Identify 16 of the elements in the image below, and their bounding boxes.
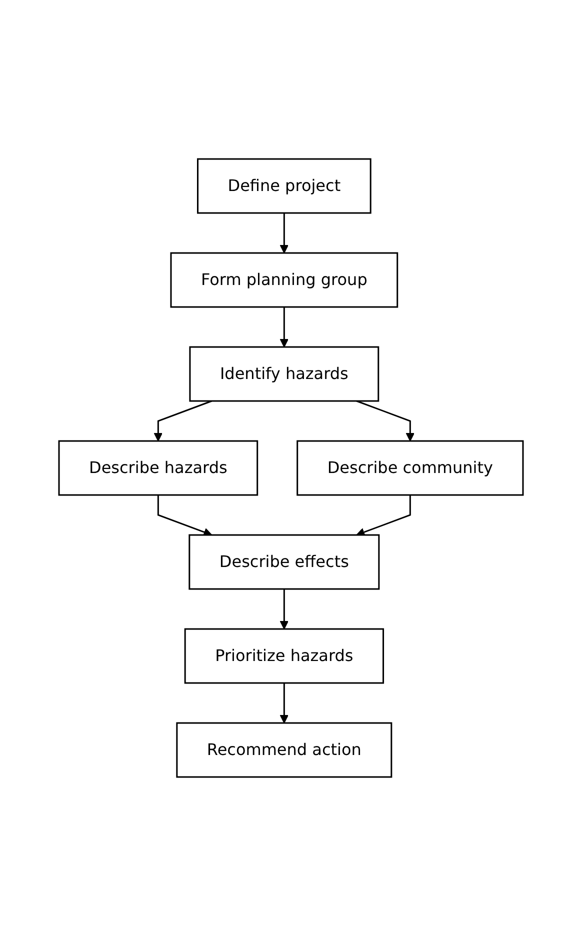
arrow (279, 306, 288, 347)
arrow (153, 400, 212, 441)
node-box: Describe hazards (58, 440, 258, 496)
node-box: Identify hazards (188, 346, 379, 402)
arrow (279, 588, 288, 629)
arrow (279, 682, 288, 723)
node-box: Describe effects (188, 534, 380, 590)
arrow (156, 494, 212, 536)
node-box: Recommend action (176, 722, 392, 778)
arrow (356, 400, 414, 441)
node-box: Form planning group (170, 252, 398, 308)
node-box: Define project (196, 158, 371, 214)
node-box: Prioritize hazards (184, 628, 384, 684)
node-box: Describe community (296, 440, 524, 496)
arrow (279, 212, 288, 253)
arrow (356, 494, 410, 536)
